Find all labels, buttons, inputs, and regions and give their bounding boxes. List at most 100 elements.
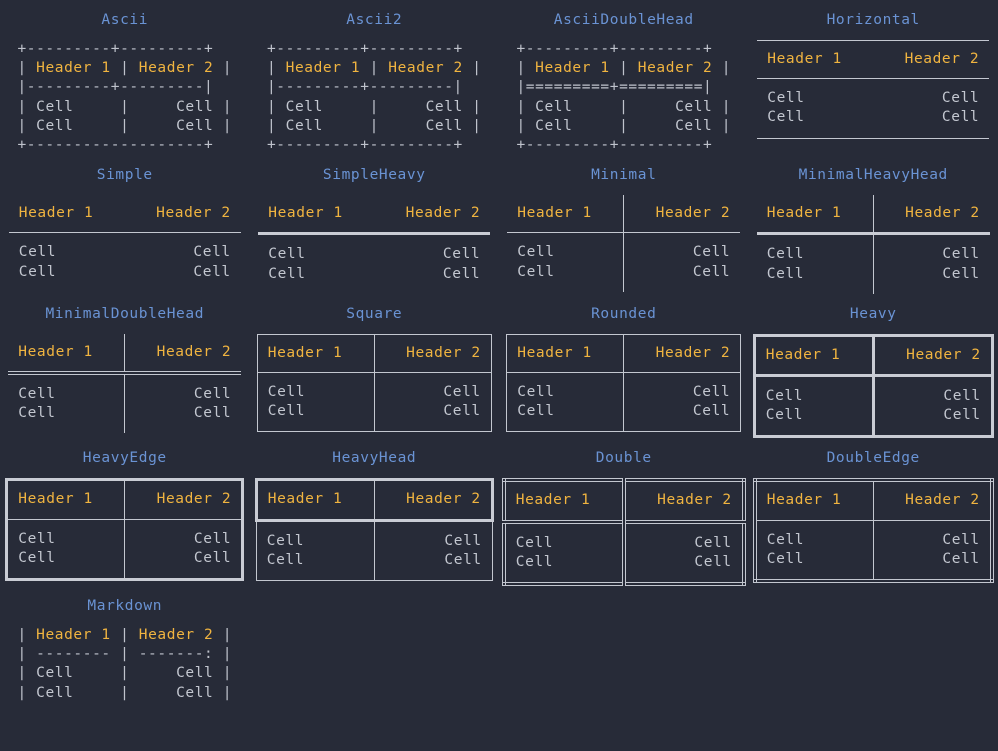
cell-value: Cell [138,98,214,115]
border-glyph: | [17,684,37,701]
cell-value: Cell [444,551,482,568]
cell-value: Cell [942,531,980,548]
cell-value: Cell [443,384,481,401]
table-title-double-edge: DoubleEdge [826,450,920,467]
cell-value: Cell [18,263,57,280]
border-glyph: +---------+---------+ [17,41,214,57]
column-header: Header 2 [374,478,494,521]
border-glyph: |=========+=========| [516,79,713,96]
column-header: Header 1 [754,480,874,521]
column-header: Header 2 [138,60,214,77]
column-header: Header 2 [156,343,232,360]
border-glyph: | [516,60,536,77]
table-row: | Cell | Cell | [516,98,731,117]
cell-value: Cell [388,117,463,134]
cell-value: Cell [138,117,214,134]
cell-value: Cell [193,549,232,566]
column-header: Header 2 [904,51,980,67]
cell-value: Cell [193,386,232,403]
column-header: Header 2 [905,492,980,509]
cell-value: Cell [507,232,625,263]
column-header: Header 2 [156,491,232,508]
cell-value: Cell [138,665,214,682]
table-title-heavy: Heavy [849,305,897,322]
table-row: | Cell | Cell | [267,117,482,136]
border-glyph: | [213,665,233,682]
border-glyph: | [213,98,233,115]
cell-value: Cell [444,532,482,549]
column-header: Header 1 [8,333,126,374]
border-glyph: | [462,60,482,77]
border-glyph: | [213,627,233,644]
column-header: Header 1 [254,478,375,521]
cell-value: Cell [503,552,626,585]
table-title-minimal-heavy-head: MinimalHeavyHead [798,167,948,184]
table-row: |---------+---------| [17,78,232,97]
table-row: |=========+=========| [516,78,731,97]
cell-value: Cell [193,405,232,422]
border-glyph: | [17,117,37,134]
cell-value: Cell [535,117,610,134]
table-title-square: Square [346,305,403,322]
table-styles-gallery: Ascii+---------+---------+| Header 1 | H… [0,0,998,701]
cell-value: Cell [503,521,626,553]
column-header: Header 1 [756,195,874,234]
border-glyph: | [462,117,482,134]
column-header: Header 2 [406,344,481,361]
border-glyph: +---------+---------+ [516,137,713,154]
cell-value: Cell [941,109,980,126]
border-glyph: | [213,117,233,134]
cell-value: Cell [36,684,111,701]
table-row: +-------------------+ [17,136,232,155]
column-header: Header 1 [36,60,111,77]
table-title-double: Double [595,450,652,467]
cell-value: Cell [506,372,625,403]
border-glyph: | [266,117,286,134]
table-row: | Header 1 | Header 2 | [17,59,232,78]
column-header: Header 1 [257,334,375,373]
cell-value: Cell [535,98,610,115]
cell-value: Cell [754,375,875,407]
table-title-rounded: Rounded [591,305,657,322]
column-header: Header 1 [754,335,875,376]
column-header: Header 2 [655,344,731,361]
table-row: |---------+---------| [267,78,482,97]
border-glyph: | [266,98,286,115]
column-header: Header 1 [503,480,626,522]
cell-value: Cell [754,406,875,437]
ascii-table-ascii-double-head: +---------+---------+| Header 1 | Header… [516,40,731,155]
border-glyph: | [17,60,37,77]
border-glyph: | [110,627,139,644]
table-row: +---------+---------+ [267,40,482,59]
table-row: +---------+---------+ [516,136,731,155]
cell-value: Cell [256,520,375,551]
border-glyph: | [360,60,389,77]
cell-value: Cell [36,665,111,682]
border-glyph: | -------- | -------: | [17,646,233,663]
cell-value: Cell [443,403,481,420]
table-panel-ascii2: Ascii2+---------+---------+| Header 1 | … [250,0,500,155]
cell-value: Cell [442,246,481,263]
border-glyph: |---------+---------| [266,79,463,96]
